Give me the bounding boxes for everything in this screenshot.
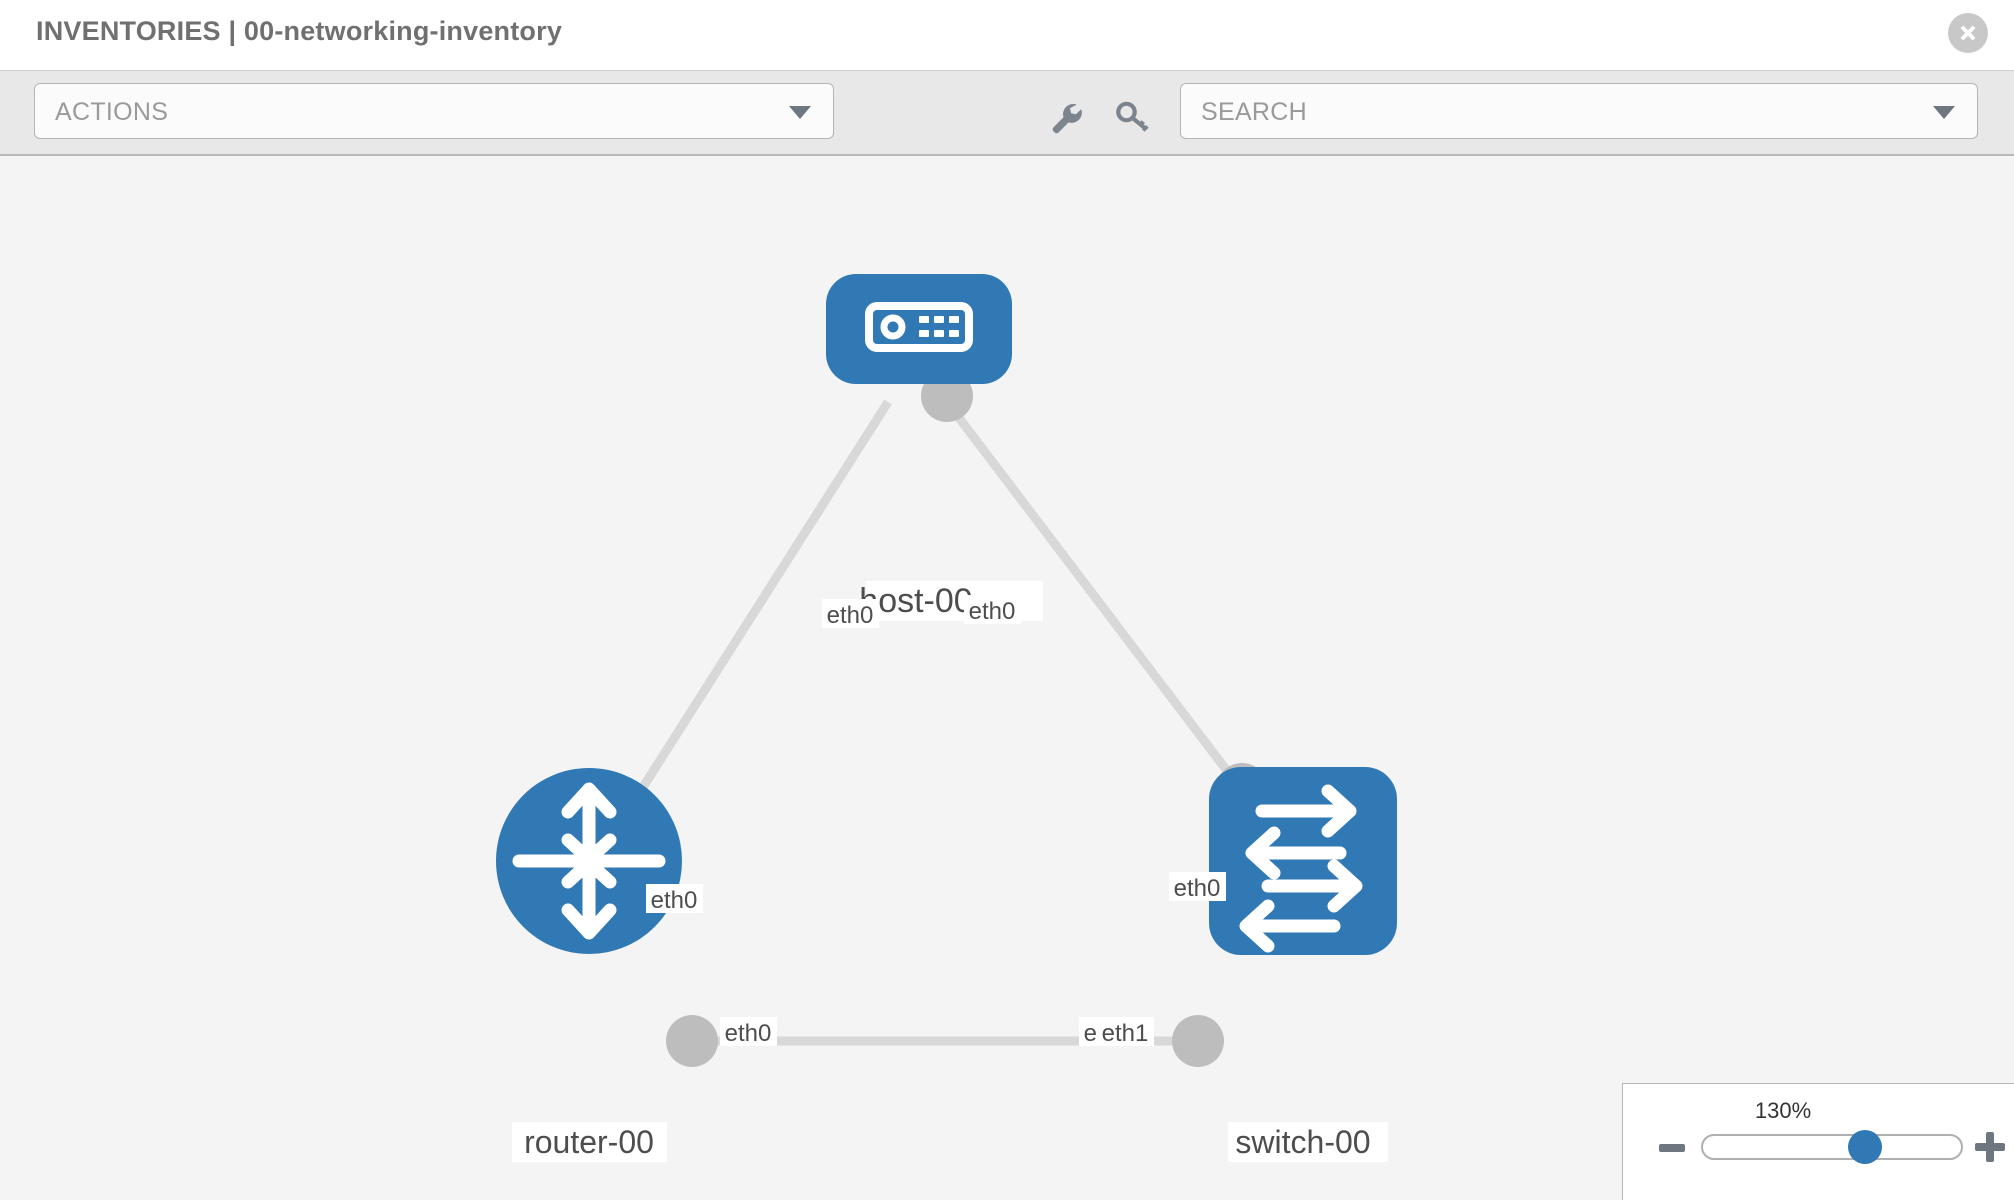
edge-label-router00-switch00-dst: eth1 <box>1102 1020 1149 1047</box>
toolbar: ACTIONS SEARCH <box>0 70 2014 156</box>
link-host00-switch00[interactable] <box>943 399 1244 791</box>
edge-label-host00-switch00-src: eth0 <box>969 598 1016 625</box>
search-placeholder: SEARCH <box>1201 98 1307 126</box>
topology-edge-labels: eth0 eth0 eth0 eth0 eth0 eth0 eth1 <box>646 595 1226 1047</box>
zoom-level-label: 130% <box>1754 1098 1812 1123</box>
zoom-out-icon[interactable] <box>1659 1144 1685 1152</box>
search-input[interactable]: SEARCH <box>1180 83 1978 139</box>
key-icon <box>1116 101 1149 132</box>
edge-label-bg <box>1169 872 1226 901</box>
zoom-in-icon[interactable] <box>1975 1132 2005 1162</box>
edge-label-bg <box>720 1017 777 1046</box>
node-host-00-shape[interactable] <box>826 274 1012 384</box>
zoom-slider-thumb[interactable] <box>1848 1130 1882 1164</box>
topology-interfaces <box>666 370 1268 1067</box>
edge-label-bg <box>964 595 1021 624</box>
interface-nub-switch00-left[interactable] <box>1172 1015 1224 1067</box>
close-button[interactable] <box>1948 13 1988 53</box>
wrench-icon <box>1052 103 1082 134</box>
topology-links <box>613 399 1244 1046</box>
edge-label-host00-router00-src: eth0 <box>827 602 874 629</box>
edge-label-bg <box>646 884 703 913</box>
edge-label-host00-switch00-dst: eth0 <box>1174 875 1221 902</box>
interface-nub-router00-right[interactable] <box>666 1015 718 1067</box>
node-switch-00[interactable]: switch-00 <box>1209 767 1397 1162</box>
link-host00-router00[interactable] <box>613 399 892 831</box>
node-router-00-label-bg <box>512 1122 667 1162</box>
page-title: INVENTORIES | 00-networking-inventory <box>36 16 563 46</box>
key-button[interactable] <box>1112 97 1152 137</box>
zoom-slider-track[interactable] <box>1701 1134 1963 1160</box>
chevron-down-icon <box>789 106 811 119</box>
close-icon <box>1960 25 1976 41</box>
topology-graph: host-00 router-00 <box>496 274 1397 1162</box>
edge-label-bg <box>822 599 879 628</box>
wrench-button[interactable] <box>1046 97 1086 137</box>
node-router-00-label: router-00 <box>524 1124 654 1160</box>
actions-dropdown-label: ACTIONS <box>55 98 169 126</box>
server-icon <box>865 302 973 352</box>
topology-canvas[interactable]: host-00 router-00 <box>0 156 2014 1200</box>
chevron-down-icon <box>1933 106 1955 119</box>
node-router-00[interactable]: router-00 <box>496 768 682 1162</box>
node-switch-00-label: switch-00 <box>1235 1124 1370 1160</box>
zoom-control-panel: 130% <box>1622 1083 2014 1200</box>
router-arrows-icon <box>512 782 666 940</box>
node-switch-00-label-bg <box>1228 1122 1388 1162</box>
edge-label-bg <box>1097 1017 1154 1046</box>
actions-dropdown[interactable]: ACTIONS <box>34 83 834 139</box>
edge-label-host00-router00-dst: eth0 <box>651 887 698 914</box>
page-header: INVENTORIES | 00-networking-inventory <box>0 0 2014 70</box>
switch-arrows-icon <box>1239 784 1363 953</box>
edge-label-router00-switch00-src: eth0 <box>725 1020 772 1047</box>
